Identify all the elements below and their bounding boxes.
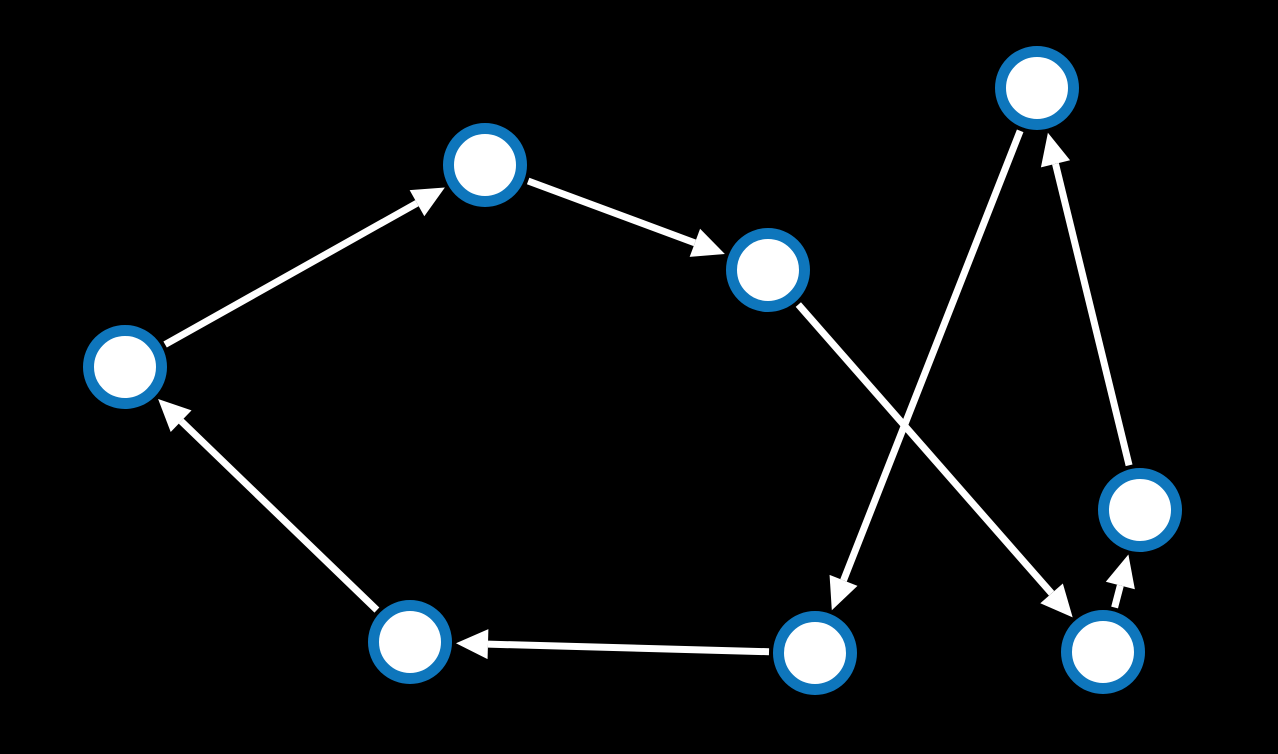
graph-node[interactable] <box>995 46 1079 130</box>
node-ring <box>726 228 810 312</box>
node-ring <box>1098 468 1182 552</box>
node-ring <box>443 123 527 207</box>
edge-line <box>1052 162 1133 467</box>
node-layer <box>83 46 1182 695</box>
edge-layer <box>158 129 1135 660</box>
node-ring <box>773 611 857 695</box>
graph-edge[interactable] <box>158 398 380 613</box>
edge-line <box>526 177 697 247</box>
node-ring <box>995 46 1079 130</box>
edge-arrowhead-icon <box>455 629 489 660</box>
graph-node[interactable] <box>1061 610 1145 694</box>
graph-edge[interactable] <box>829 129 1024 611</box>
graph-edge[interactable] <box>526 177 725 257</box>
node-ring <box>368 600 452 684</box>
edge-line <box>840 129 1024 582</box>
graph-node[interactable] <box>368 600 452 684</box>
graph-node[interactable] <box>1098 468 1182 552</box>
graph-edge[interactable] <box>1040 132 1133 467</box>
edge-line <box>1111 584 1124 609</box>
edge-line <box>487 640 770 656</box>
graph-node[interactable] <box>83 325 167 409</box>
graph-edge[interactable] <box>163 187 445 348</box>
graph-edge[interactable] <box>455 629 770 660</box>
edge-arrowhead-icon <box>1040 583 1073 618</box>
graph-edge[interactable] <box>1105 554 1135 609</box>
edge-line <box>795 302 1055 596</box>
edge-arrowhead-icon <box>829 574 858 611</box>
node-ring <box>1061 610 1145 694</box>
edge-arrowhead-icon <box>158 398 192 432</box>
graph-edge[interactable] <box>795 302 1073 618</box>
edge-arrowhead-icon <box>1040 132 1071 168</box>
edge-line <box>163 200 419 348</box>
graph-node[interactable] <box>443 123 527 207</box>
node-ring <box>83 325 167 409</box>
edge-line <box>178 418 380 613</box>
edge-arrowhead-icon <box>689 228 725 257</box>
graph-node[interactable] <box>773 611 857 695</box>
edge-arrowhead-icon <box>409 187 445 217</box>
graph-node[interactable] <box>726 228 810 312</box>
edge-arrowhead-icon <box>1105 554 1135 590</box>
